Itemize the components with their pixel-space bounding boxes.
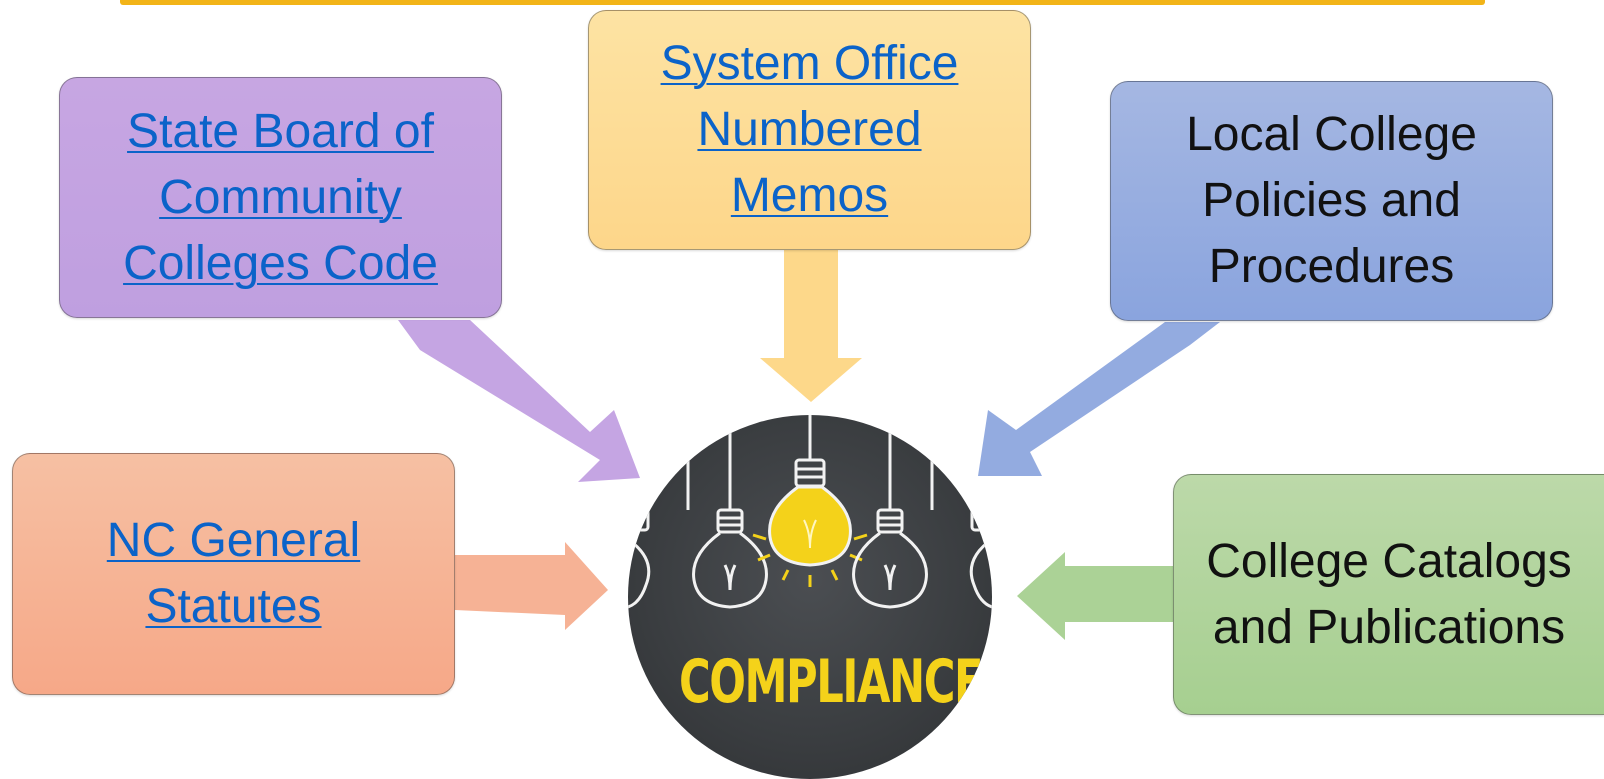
box-line: System Office (660, 37, 959, 90)
box-system-office-memos: System Office Numbered Memos (588, 10, 1031, 250)
box-line: Colleges Code (123, 236, 438, 290)
bulb-icon (852, 508, 928, 609)
box-line: Local College (1186, 108, 1477, 161)
link-system-office-memos[interactable]: System Office Numbered Memos (661, 31, 959, 229)
box-local-college-policies: Local College Policies and Procedures (1110, 81, 1553, 321)
link-state-board-code[interactable]: State Board of Community Colleges Code (123, 99, 438, 297)
box-college-catalogs: College Catalogs and Publications (1173, 474, 1604, 715)
box-nc-general-statutes: NC General Statutes (12, 453, 455, 695)
arrow-ccp (1017, 552, 1173, 640)
box-line: Memos (730, 169, 889, 222)
box-line: Policies and (1202, 174, 1461, 227)
box-line: Community (159, 170, 402, 224)
bulb-icon (969, 508, 992, 609)
top-accent-rule (120, 0, 1485, 5)
box-state-board-code: State Board of Community Colleges Code (59, 77, 502, 318)
arrow-ncgs (455, 542, 608, 630)
compliance-circle-image: COMPLIANCE (628, 415, 992, 779)
box-line: State Board of (127, 104, 434, 158)
box-line: Procedures (1208, 240, 1455, 293)
box-line: Statutes (145, 580, 322, 633)
box-line: Numbered (697, 103, 922, 156)
box-line: NC General (106, 514, 361, 567)
arrow-lcpp (978, 322, 1220, 476)
box-line: and Publications (1212, 600, 1566, 654)
compliance-label: COMPLIANCE (678, 647, 984, 717)
bulb-icon (628, 508, 651, 609)
box-line: College Catalogs (1206, 534, 1572, 588)
link-nc-general-statutes[interactable]: NC General Statutes (107, 508, 360, 640)
arrow-som (760, 250, 862, 402)
lit-bulb-icon (752, 458, 868, 587)
arrow-sbcc (398, 320, 640, 482)
lightbulbs-illustration (628, 415, 992, 609)
bulb-icon (692, 508, 768, 609)
